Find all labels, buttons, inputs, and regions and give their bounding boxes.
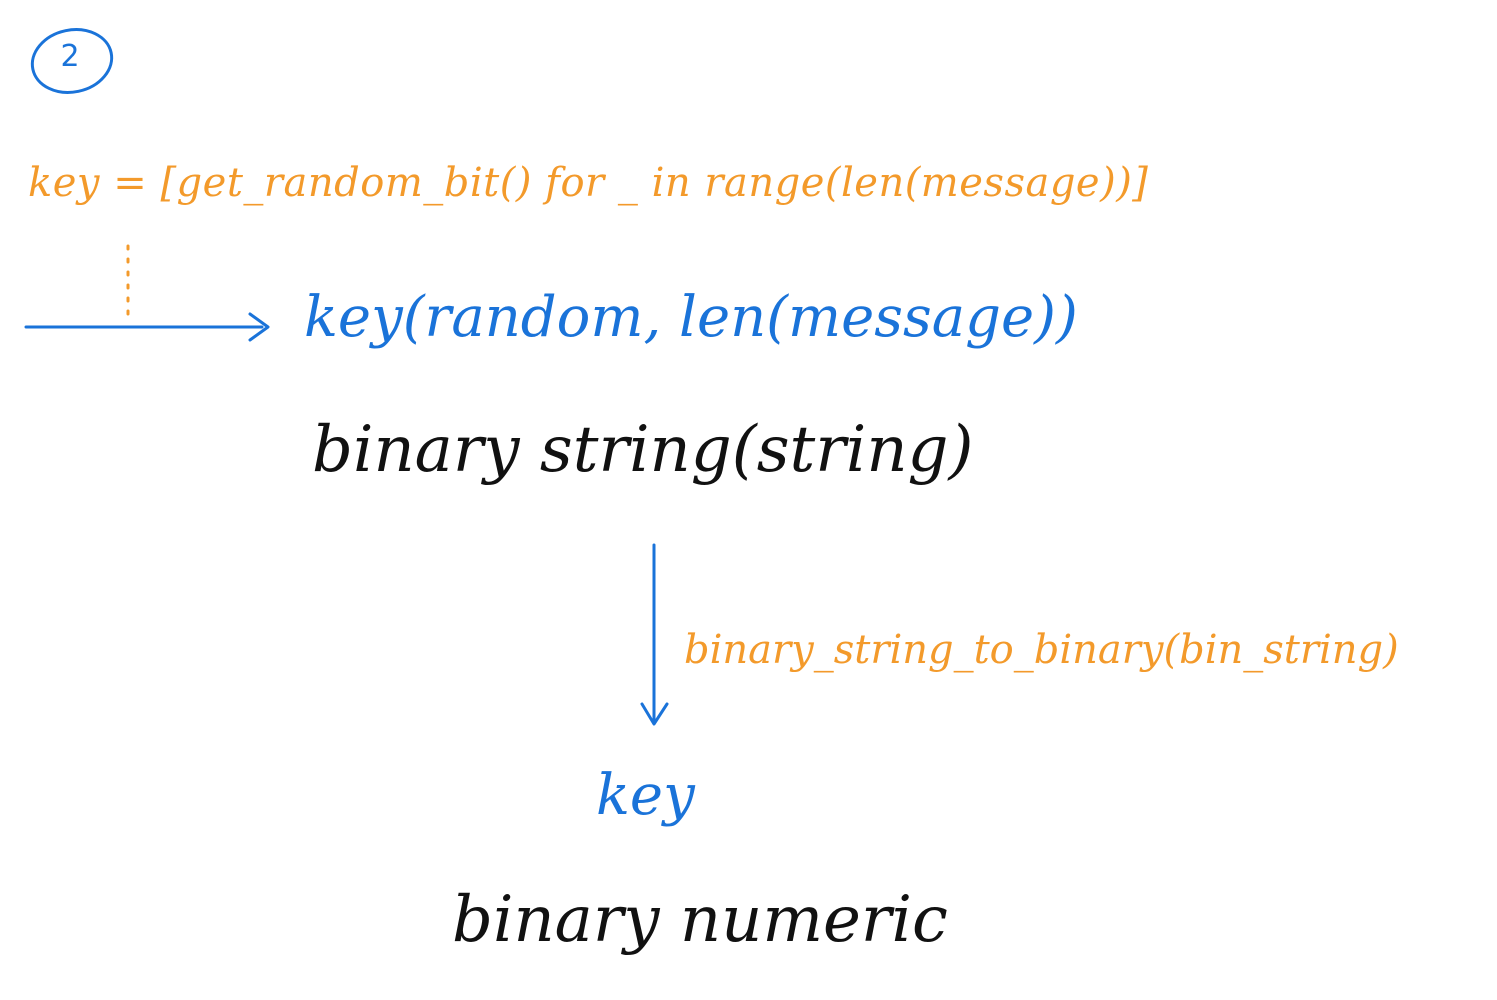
right-arrow-icon [24,312,270,342]
conversion-function: binary_string_to_binary(bin_string) [684,627,1399,673]
function-call: key(random, len(message)) [304,285,1078,350]
output-type-label: binary numeric [452,883,948,957]
input-type-label: binary string(string) [312,413,974,487]
result-variable: key [596,763,695,828]
code-assignment: key = [get_random_bit() for _ in range(l… [28,160,1149,206]
step-circle [30,28,114,94]
down-arrow-icon [640,543,669,726]
step-number: 2 [60,39,80,74]
